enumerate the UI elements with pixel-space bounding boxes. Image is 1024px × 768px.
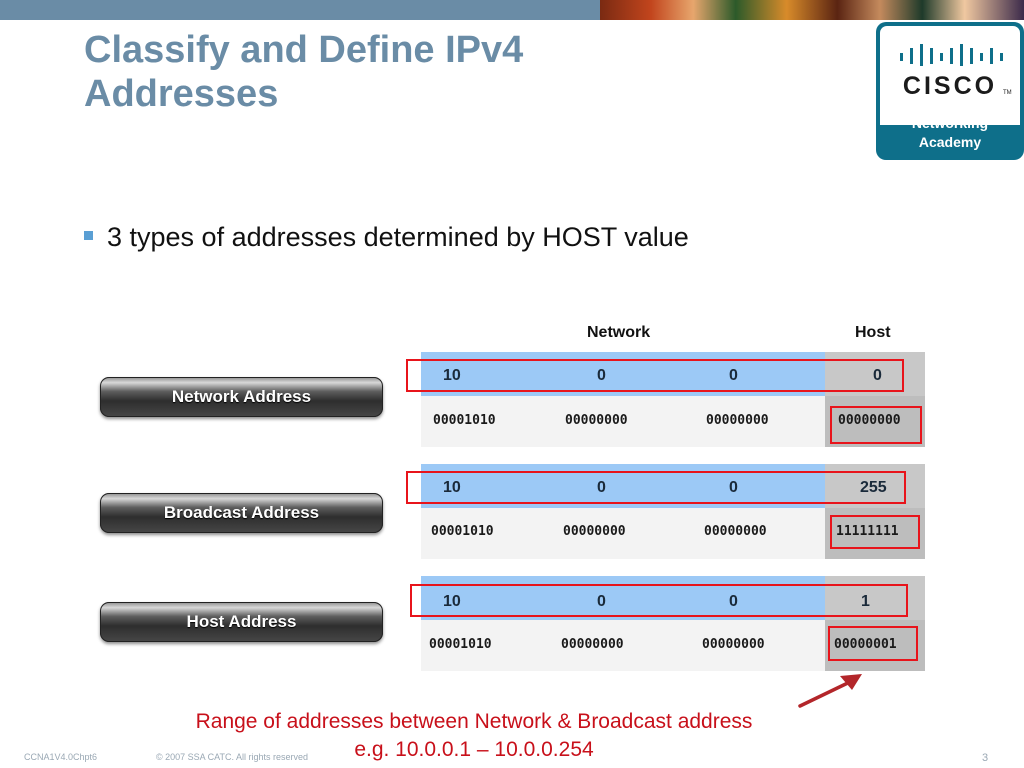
- host-octet-decimal: 255: [860, 479, 887, 496]
- octet-decimal: 10: [443, 479, 461, 496]
- cisco-bars-icon: [900, 44, 1003, 66]
- banner-photo-strip: [600, 0, 1024, 20]
- host-octet-decimal: 1: [861, 593, 870, 610]
- bullet-text: 3 types of addresses determined by HOST …: [107, 222, 689, 252]
- slide-title-line1: Classify and Define IPv4: [84, 29, 524, 71]
- page-number: 3: [982, 752, 989, 764]
- caption-line2: e.g. 10.0.0.1 – 10.0.0.254: [354, 738, 594, 761]
- octet-decimal: 0: [597, 367, 606, 384]
- host-binary-highlight-box: [828, 626, 918, 661]
- logo-caption-line2: Academy: [918, 134, 982, 150]
- octet-binary: 00001010: [429, 637, 492, 652]
- broadcast-address-label: Broadcast Address: [100, 493, 383, 533]
- octet-binary: 00001010: [433, 413, 496, 428]
- host-binary-highlight-box: [830, 515, 920, 549]
- binary-host-band: [825, 620, 925, 671]
- cisco-networking-academy-logo: CISCO TM Networking Academy: [876, 22, 1024, 160]
- host-octet-binary: 00000001: [834, 637, 897, 652]
- binary-band: [421, 396, 825, 447]
- square-bullet-icon: [84, 231, 93, 241]
- octet-binary: 00001010: [431, 524, 494, 539]
- logo-white-panel: CISCO TM: [880, 26, 1020, 125]
- octet-decimal: 0: [729, 479, 738, 496]
- column-header-network: Network: [587, 324, 651, 341]
- binary-host-band: [825, 396, 925, 447]
- decimal-band: [421, 576, 825, 620]
- octet-binary: 00000000: [561, 637, 624, 652]
- cisco-wordmark: CISCO: [902, 72, 998, 100]
- logo-caption-line1: Networking: [911, 115, 989, 131]
- decimal-highlight-box: [410, 584, 908, 617]
- host-octet-binary: 11111111: [836, 524, 899, 539]
- octet-binary: 00000000: [702, 637, 765, 652]
- red-arrow-icon: [798, 674, 862, 708]
- binary-band: [421, 508, 825, 559]
- host-address-panel: 10 0 0 1 00001010 00000000 00000000 0000…: [421, 576, 925, 671]
- footer-copyright: © 2007 SSA CATC. All rights reserved: [156, 752, 309, 762]
- decimal-highlight-box: [406, 471, 906, 504]
- footer-course-id: CCNA1V4.0Chpt6: [24, 752, 98, 762]
- octet-binary: 00000000: [706, 413, 769, 428]
- trademark-mark: TM: [1003, 90, 1012, 96]
- octet-decimal: 0: [729, 367, 738, 384]
- slide-title: Classify and Define IPv4 Addresses: [84, 28, 644, 116]
- decimal-highlight-box: [406, 359, 904, 392]
- host-binary-highlight-box: [830, 406, 922, 444]
- broadcast-address-panel: 10 0 0 255 00001010 00000000 00000000 11…: [421, 464, 925, 559]
- octet-decimal: 0: [729, 593, 738, 610]
- decimal-host-band: [825, 576, 925, 620]
- host-octet-decimal: 0: [873, 367, 882, 384]
- octet-decimal: 10: [443, 367, 461, 384]
- top-banner: [0, 0, 1024, 20]
- octet-binary: 00000000: [563, 524, 626, 539]
- logo-caption: Networking Academy: [876, 114, 1024, 152]
- column-header-host: Host: [855, 324, 891, 341]
- octet-decimal: 10: [443, 593, 461, 610]
- octet-binary: 00000000: [704, 524, 767, 539]
- bullet-point: 3 types of addresses determined by HOST …: [84, 222, 689, 253]
- binary-band: [421, 620, 825, 671]
- network-address-label: Network Address: [100, 377, 383, 417]
- octet-decimal: 0: [597, 593, 606, 610]
- host-address-label: Host Address: [100, 602, 383, 642]
- host-octet-binary: 00000000: [838, 413, 901, 428]
- slide-title-line2: Addresses: [84, 73, 279, 115]
- octet-binary: 00000000: [565, 413, 628, 428]
- caption-line1: Range of addresses between Network & Bro…: [195, 710, 753, 733]
- octet-decimal: 0: [597, 479, 606, 496]
